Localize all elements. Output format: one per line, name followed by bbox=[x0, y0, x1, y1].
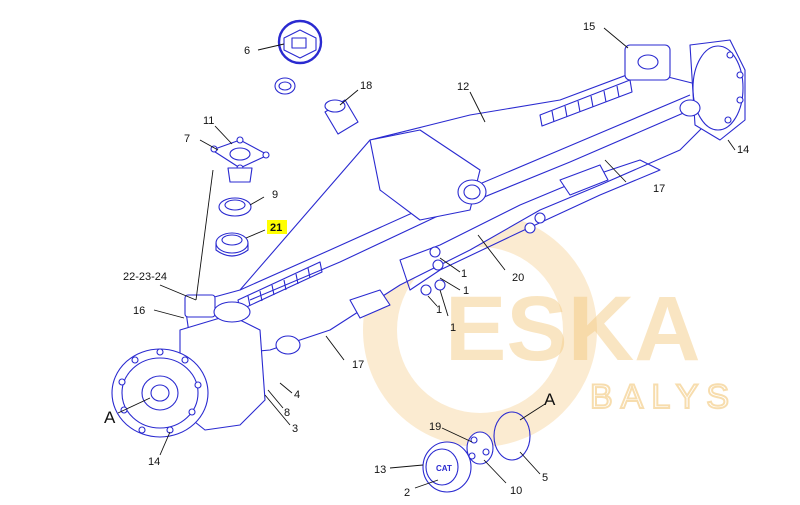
callout-16: 16 bbox=[133, 305, 145, 317]
callout-12: 12 bbox=[457, 81, 469, 93]
callout-19: 19 bbox=[429, 421, 441, 433]
callout-14-left: 14 bbox=[148, 456, 160, 468]
callout-17-left: 17 bbox=[352, 359, 364, 371]
callout-10: 10 bbox=[510, 485, 522, 497]
left-wheel-end bbox=[111, 294, 301, 438]
view-label-a-right: A bbox=[544, 390, 556, 409]
watermark-sub: BALYS bbox=[590, 378, 737, 416]
callout-3: 3 bbox=[292, 423, 298, 435]
part-5-o-ring bbox=[493, 411, 531, 461]
part-10-19-retainer bbox=[466, 431, 494, 465]
watermark-brand: ESKA bbox=[445, 278, 701, 380]
callout-1-a: 1 bbox=[461, 268, 467, 280]
callout-15: 15 bbox=[583, 21, 595, 33]
callout-8: 8 bbox=[284, 407, 290, 419]
callout-13: 13 bbox=[374, 464, 386, 476]
callout-21: 21 bbox=[270, 222, 282, 234]
callout-6: 6 bbox=[244, 45, 250, 57]
part-7-11-flange bbox=[210, 136, 270, 183]
part-9-ring bbox=[218, 197, 252, 217]
part-6-cover bbox=[274, 19, 323, 95]
callout-1-d: 1 bbox=[450, 322, 456, 334]
callout-18: 18 bbox=[360, 80, 372, 92]
callout-labels: 6 18 12 15 14 17 11 7 9 21 22-23-24 16 1… bbox=[104, 21, 749, 499]
view-label-a-left: A bbox=[104, 408, 116, 427]
callout-1-c: 1 bbox=[436, 304, 442, 316]
callout-11: 11 bbox=[203, 115, 214, 127]
callout-9: 9 bbox=[272, 189, 278, 201]
right-wheel-end bbox=[624, 39, 746, 141]
leader-lines bbox=[117, 27, 736, 489]
part-18-sleeve bbox=[324, 99, 359, 135]
cat-logo: CAT bbox=[436, 464, 452, 473]
callout-1-b: 1 bbox=[463, 285, 469, 297]
callout-17-right: 17 bbox=[653, 183, 665, 195]
callout-22-23-24: 22-23-24 bbox=[123, 271, 167, 283]
callout-20: 20 bbox=[512, 272, 524, 284]
highlight-21 bbox=[267, 220, 287, 234]
callout-5: 5 bbox=[542, 472, 548, 484]
part-13-end-cap: CAT bbox=[422, 441, 472, 493]
axle-housing bbox=[184, 69, 706, 356]
callout-14-right: 14 bbox=[737, 144, 749, 156]
part-21-bearing bbox=[215, 232, 249, 257]
callout-2: 2 bbox=[404, 487, 410, 499]
callout-4: 4 bbox=[294, 389, 300, 401]
callout-7: 7 bbox=[184, 133, 190, 145]
